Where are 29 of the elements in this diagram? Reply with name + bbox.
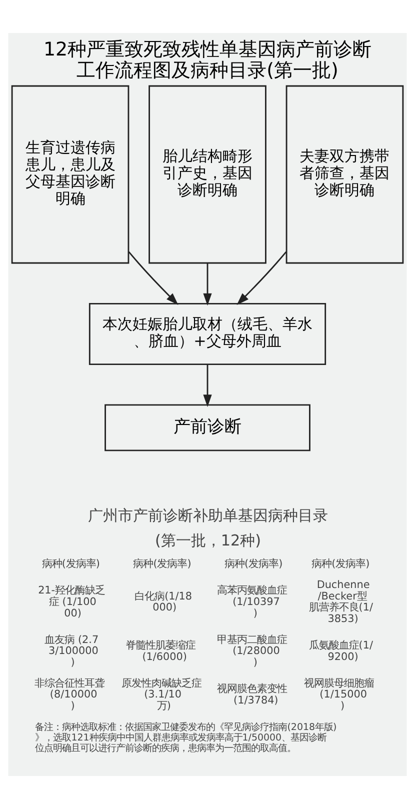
node-box: 产前诊断 (104, 404, 310, 452)
label: 白化病(1/18000) (134, 590, 192, 614)
arrow (203, 364, 212, 407)
node-box: 本次妊娠胎儿取材（绒毛、羊水、脐血）+父母外周血 (88, 303, 326, 365)
node-box: 胎儿结构畸形引产史，基因诊断明确 (148, 85, 266, 264)
label: 视网膜色素变性 (1/3784) (216, 683, 287, 706)
label: 脊髓性肌萎缩症 (1/6000) (126, 640, 196, 663)
label: 21-羟化酶缺乏症 (1/10000) (38, 584, 106, 620)
label: 甲基丙二酸血症 (1/28000) (216, 634, 287, 669)
label: 原发性肉碱缺乏症 (3.1/10万) (121, 677, 202, 712)
label: 血友病 (2.73/100000) (44, 634, 99, 669)
label: 瓜氨酸血症(1/9200) (308, 640, 373, 663)
label: 病种(发病率) (312, 558, 370, 570)
label: 病种(发病率) (224, 558, 283, 570)
label: Duchenne/Becker型肌营养不良(1/3853) (308, 578, 373, 626)
label: 备注：病种选取标准：依据国家卫健委发布的《罕见病诊疗指南(2018年版)》，选取121种疾病中中国人群患病率或发病率高于1/50000、基因诊断位点明确且可以进行产前诊断的疾病，患病率为一范围的取高值。 (35, 722, 337, 754)
node-box: 生育过遗传病患儿，患儿及父母基因诊断明确 (11, 85, 130, 264)
label: 病种(发病率) (42, 558, 100, 570)
label: 病种(发病率) (133, 558, 192, 570)
label: 高苯丙氨酸血症 (1/10397) (216, 584, 287, 620)
label: 视网膜母细胞瘤 (1/15000) (304, 677, 374, 712)
arrow (236, 251, 287, 305)
arrow (203, 263, 212, 306)
label: 广州市产前诊断补助单基因病种目录 (88, 506, 328, 525)
node-box: 夫妻双方携带者筛查，基因诊断明确 (286, 85, 404, 264)
arrow (128, 251, 178, 305)
label: 非综合征性耳聋 (8/10000) (34, 677, 104, 712)
diagram-title: 12种严重致死致残性单基因病产前诊断工作流程图及病种目录(第一批) (43, 38, 372, 82)
label: (第一批，12种) (154, 531, 262, 550)
